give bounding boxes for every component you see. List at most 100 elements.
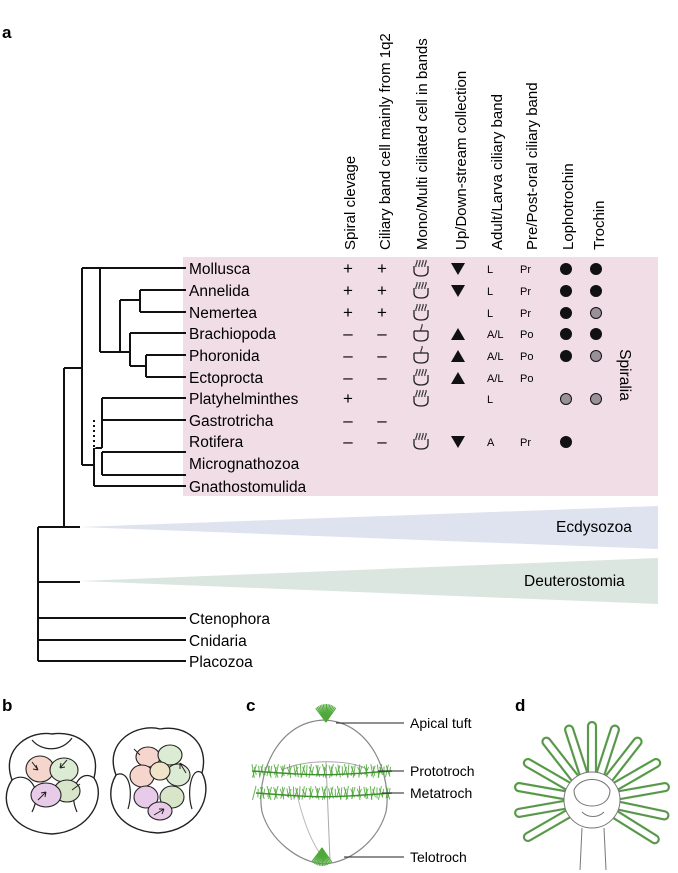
label-telotroch: Telotroch (410, 849, 467, 865)
taxon-name: Micrognathozoa (189, 456, 300, 473)
prototroch-cilia (251, 763, 393, 779)
deuterostomia-label: Deuterostomia (524, 573, 625, 590)
pre-post-oral-code: Pr (520, 264, 531, 276)
adult-larva-code: L (487, 308, 493, 320)
upstream-triangle-icon (451, 372, 465, 384)
trochin-dot (590, 328, 602, 340)
taxon-placozoa: Placozoa (189, 654, 253, 671)
spiral-cleavage-mark: – (343, 432, 353, 451)
spiral-cleavage-mark: + (343, 281, 353, 300)
monociliated-cell-icon (413, 323, 429, 342)
panel-b-letter: b (2, 696, 12, 715)
taxon-name: Mollusca (189, 261, 251, 278)
lophotrochin-dot (560, 350, 572, 362)
pre-post-oral-code: Po (520, 351, 533, 363)
panel-d-letter: d (515, 696, 525, 715)
pre-post-oral-code: Pr (520, 308, 531, 320)
taxon-name: Brachiopoda (189, 326, 276, 343)
trochophore-larva (251, 703, 393, 867)
spiral-cleavage-mark: – (343, 346, 353, 365)
column-header: Trochin (591, 201, 608, 250)
label-prototroch: Prototroch (410, 763, 475, 779)
column-header: Pre/Post-oral ciliary band (524, 82, 541, 250)
trochin-dot (590, 307, 602, 319)
ciliary-band-origin-mark: + (377, 259, 387, 278)
upstream-triangle-icon (451, 350, 465, 362)
spiral-cleavage-mark: – (343, 411, 353, 430)
spiral-cleavage-mark: – (343, 368, 353, 387)
taxon-name: Gastrotricha (189, 413, 274, 430)
lophotrochin-dot (560, 285, 572, 297)
pre-post-oral-code: Po (520, 329, 533, 341)
taxon-ctenophora: Ctenophora (189, 611, 270, 628)
spiral-cleavage-mark: + (343, 303, 353, 322)
spiralia-box (183, 257, 658, 496)
adult-larva-code: A/L (487, 373, 504, 385)
trochin-dot (590, 263, 602, 275)
taxon-name: Phoronida (189, 348, 260, 365)
deuterostomia-wedge (80, 558, 658, 604)
downstream-triangle-icon (451, 285, 465, 297)
lophophore-drawing (514, 720, 670, 871)
adult-larva-code: L (487, 264, 493, 276)
panel-c-letter: c (246, 696, 255, 715)
phylogenetic-tree (37, 267, 186, 662)
column-header: Mono/Multi ciliated cell in bands (414, 38, 431, 250)
adult-larva-code: A/L (487, 329, 504, 341)
telotroch-cilia (311, 847, 333, 867)
panel-a-letter: a (2, 23, 12, 42)
trochin-dot (590, 350, 602, 362)
taxon-name: Ectoprocta (189, 370, 263, 387)
lophotrochin-dot (560, 307, 572, 319)
ciliary-band-origin-mark: + (377, 281, 387, 300)
column-header: Lophotrochin (560, 163, 577, 250)
label-metatroch: Metatroch (410, 785, 472, 801)
taxon-name: Nemertea (189, 305, 257, 322)
downstream-triangle-icon (451, 263, 465, 275)
spiralia-label: Spiralia (616, 349, 633, 401)
downstream-triangle-icon (451, 436, 465, 448)
multiciliated-cell-icon (413, 389, 429, 407)
column-header: Spiral clevage (342, 156, 359, 250)
apical-tuft-cilia (315, 703, 337, 723)
taxon-name: Platyhelminthes (189, 391, 299, 408)
spiral-cleavage-mark: + (343, 259, 353, 278)
monociliated-cell-icon (413, 345, 429, 364)
pre-post-oral-code: Po (520, 373, 533, 385)
lophotrochin-dot (560, 263, 572, 275)
taxon-name: Rotifera (189, 434, 244, 451)
multiciliated-cell-icon (413, 259, 429, 277)
trochin-dot (590, 285, 602, 297)
ciliary-band-origin-mark: – (377, 324, 387, 343)
ciliary-band-origin-mark: – (377, 411, 387, 430)
ciliary-band-origin-mark: – (377, 368, 387, 387)
adult-larva-code: L (487, 286, 493, 298)
ciliary-band-origin-mark: – (377, 346, 387, 365)
lophotrochin-dot (560, 328, 572, 340)
multiciliated-cell-icon (413, 303, 429, 321)
ciliary-band-origin-mark: + (377, 303, 387, 322)
column-header: Ciliary band cell mainly from 1q2 (377, 33, 394, 250)
adult-larva-code: A/L (487, 351, 504, 363)
column-header: Adult/Larva ciliary band (489, 94, 506, 250)
adult-larva-code: A (487, 437, 495, 449)
embryo-8-cell (5, 732, 99, 835)
pre-post-oral-code: Pr (520, 286, 531, 298)
taxon-name: Gnathostomulida (189, 479, 307, 496)
spiral-cleavage-mark: + (343, 389, 353, 408)
trochin-dot (590, 393, 602, 405)
lophotrochin-dot (560, 436, 572, 448)
taxon-name: Annelida (189, 283, 250, 300)
multiciliated-cell-icon (413, 281, 429, 299)
pre-post-oral-code: Pr (520, 437, 531, 449)
ciliary-band-origin-mark: – (377, 432, 387, 451)
column-headers: Spiral clevage Ciliary band cell mainly f… (342, 33, 608, 250)
upstream-triangle-icon (451, 328, 465, 340)
lophotrochin-dot (560, 393, 572, 405)
adult-larva-code: L (487, 394, 493, 406)
embryo-16-cell (110, 727, 207, 834)
label-apical-tuft: Apical tuft (410, 715, 472, 731)
multiciliated-cell-icon (413, 432, 429, 450)
